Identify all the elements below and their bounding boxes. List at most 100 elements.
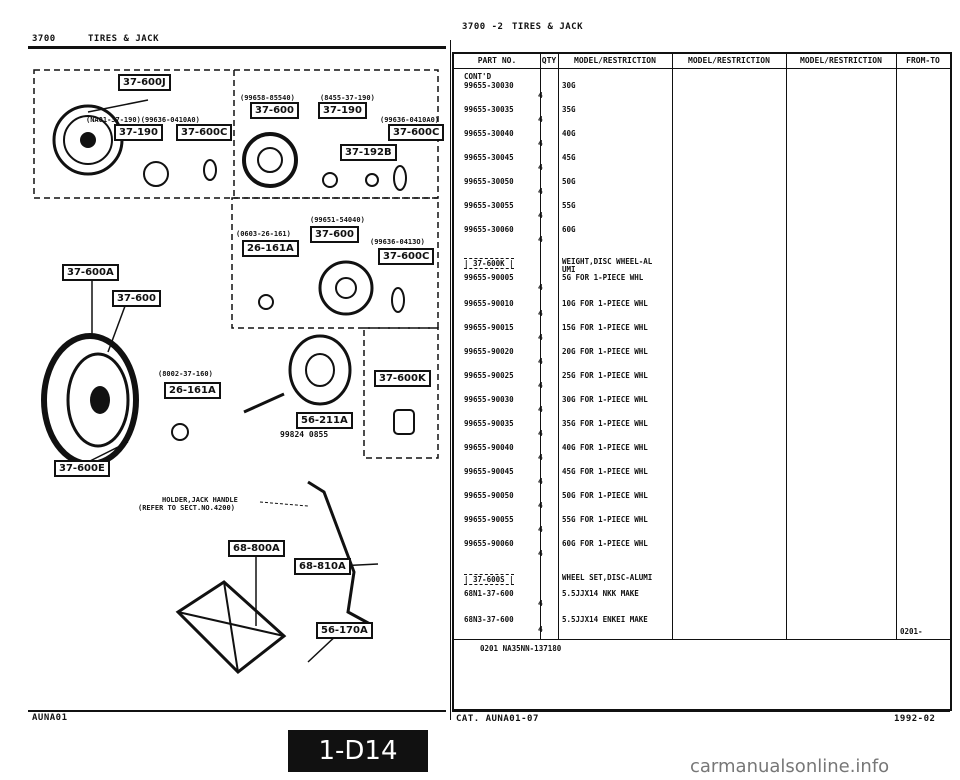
row-7-part: 99655-30060 <box>464 225 514 234</box>
row-7-desc: 60G <box>562 225 576 234</box>
row-0-part: CONT'D <box>464 72 492 81</box>
note-99636-a: (99636-0410A0) <box>380 116 440 124</box>
header-qty: QTY <box>540 54 559 68</box>
row-21-qty: 4 <box>538 549 543 558</box>
table-bottom-rule <box>454 639 950 640</box>
row-23-part: 68N1-37-600 <box>464 589 514 598</box>
holder-ref: (REFER TO SECT.NO.4200) <box>138 504 235 512</box>
row-11-part: 99655-90010 <box>464 299 514 308</box>
row-7-qty: 4 <box>538 235 543 244</box>
header-model-1: MODEL/RESTRICTION <box>558 54 673 68</box>
row-1-qty: 4 <box>538 91 543 100</box>
row-8-desc: WEIGHT,DISC WHEEL-AL <box>562 257 653 266</box>
col-line-model1 <box>558 54 559 639</box>
footer-catalog: CAT. AUNA01-07 <box>456 714 539 724</box>
row-4-qty: 4 <box>538 163 543 172</box>
note-99636-b: (99636-0413O) <box>370 238 425 246</box>
footer-date: 1992-02 <box>894 714 936 724</box>
row-16-part: 99655-90035 <box>464 419 514 428</box>
header-model-3: MODEL/RESTRICTION <box>786 54 897 68</box>
callout-56-211a: 56-211A <box>296 412 353 429</box>
row-9-desc: UMI <box>562 265 576 274</box>
row-11-qty: 4 <box>538 309 543 318</box>
callout-37-600-mid: 37-600 <box>310 226 359 243</box>
row-2-part: 99655-30035 <box>464 105 514 114</box>
callout-37-600e: 37-600E <box>54 460 110 477</box>
row-18-desc: 45G FOR 1-PIECE WHL <box>562 467 648 476</box>
row-10-desc: 5G FOR 1-PIECE WHL <box>562 273 644 282</box>
row-2-desc: 35G <box>562 105 576 114</box>
row-15-desc: 30G FOR 1-PIECE WHL <box>562 395 648 404</box>
col-line-model2 <box>672 54 673 639</box>
callout-37-600c-left: 37-600C <box>176 124 233 141</box>
callout-37-190-left: 37-190 <box>114 124 163 141</box>
row-24-qty: 4 <box>538 625 543 634</box>
callout-37-600-tire: 37-600 <box>112 290 161 307</box>
row-1-part: 99655-30030 <box>464 81 514 90</box>
callout-56-170a: 56-170A <box>316 622 373 639</box>
header-from-to: FROM-TO <box>906 56 940 65</box>
left-page-number: 3700 <box>32 34 56 44</box>
row-5-desc: 50G <box>562 177 576 186</box>
row-22-part: | 37-600S | <box>464 574 514 585</box>
header-rule <box>454 68 950 69</box>
row-12-part: 99655-90015 <box>464 323 514 332</box>
row-19-desc: 50G FOR 1-PIECE WHL <box>562 491 648 500</box>
right-page-number: 3700 -2 <box>462 22 504 32</box>
row-24-from-to: 0201- <box>900 627 923 636</box>
row-13-desc: 20G FOR 1-PIECE WHL <box>562 347 648 356</box>
col-line-from <box>896 54 897 639</box>
row-12-desc: 15G FOR 1-PIECE WHL <box>562 323 648 332</box>
callout-37-600j: 37-600J <box>118 74 171 91</box>
row-15-part: 99655-90030 <box>464 395 514 404</box>
row-19-qty: 4 <box>538 501 543 510</box>
row-12-qty: 4 <box>538 333 543 342</box>
parts-table: PART NO. QTY MODEL/RESTRICTION MODEL/RES… <box>452 52 952 711</box>
row-21-part: 99655-90060 <box>464 539 514 548</box>
row-2-qty: 4 <box>538 115 543 124</box>
row-21-desc: 60G FOR 1-PIECE WHL <box>562 539 648 548</box>
row-10-qty: 4 <box>538 283 543 292</box>
watermark: carmanualsonline.info <box>690 756 890 777</box>
row-20-part: 99655-90055 <box>464 515 514 524</box>
row-17-desc: 40G FOR 1-PIECE WHL <box>562 443 648 452</box>
exploded-diagram: 37-600J 37-600 37-190 37-190 37-600C 37-… <box>28 52 446 707</box>
page-tab: 1-D14 <box>288 730 428 772</box>
row-16-qty: 4 <box>538 429 543 438</box>
row-4-part: 99655-30045 <box>464 153 514 162</box>
row-14-desc: 25G FOR 1-PIECE WHL <box>562 371 648 380</box>
col-line-model3 <box>786 54 787 639</box>
left-header-rule <box>28 46 446 49</box>
right-section-title: TIRES & JACK <box>512 22 584 32</box>
row-4-desc: 45G <box>562 153 576 162</box>
row-3-part: 99655-30040 <box>464 129 514 138</box>
row-3-qty: 4 <box>538 139 543 148</box>
row-13-part: 99655-90020 <box>464 347 514 356</box>
header-part-no: PART NO. <box>454 54 541 68</box>
callout-37-600a: 37-600A <box>62 264 119 281</box>
note-99651: (99651-54040) <box>310 216 365 224</box>
row-11-desc: 10G FOR 1-PIECE WHL <box>562 299 648 308</box>
header-model-2: MODEL/RESTRICTION <box>672 54 787 68</box>
row-14-qty: 4 <box>538 381 543 390</box>
row-16-desc: 35G FOR 1-PIECE WHL <box>562 419 648 428</box>
footer-left-code: AUNA01 <box>32 713 68 723</box>
row-24-desc: 5.5JJX14 ENKEI MAKE <box>562 615 648 624</box>
row-8-part: | 37-600K | <box>464 258 514 269</box>
table-footnote: 0201 NA35NN-137180 <box>480 644 562 653</box>
callout-68-810a: 68-810A <box>294 558 351 575</box>
note-99658: (99658-85540) <box>240 94 295 102</box>
note-8455: (8455-37-190) <box>320 94 375 102</box>
row-6-desc: 55G <box>562 201 576 210</box>
note-0603: (0603-26-161) <box>236 230 291 238</box>
row-17-part: 99655-90040 <box>464 443 514 452</box>
callout-26-161a-bottom: 26-161A <box>164 382 221 399</box>
row-20-desc: 55G FOR 1-PIECE WHL <box>562 515 648 524</box>
row-18-part: 99655-90045 <box>464 467 514 476</box>
row-14-part: 99655-90025 <box>464 371 514 380</box>
row-13-qty: 4 <box>538 357 543 366</box>
callout-68-800a: 68-800A <box>228 540 285 557</box>
row-17-qty: 4 <box>538 453 543 462</box>
callout-37-192b: 37-192B <box>340 144 397 161</box>
callout-37-600c-right: 37-600C <box>388 124 445 141</box>
